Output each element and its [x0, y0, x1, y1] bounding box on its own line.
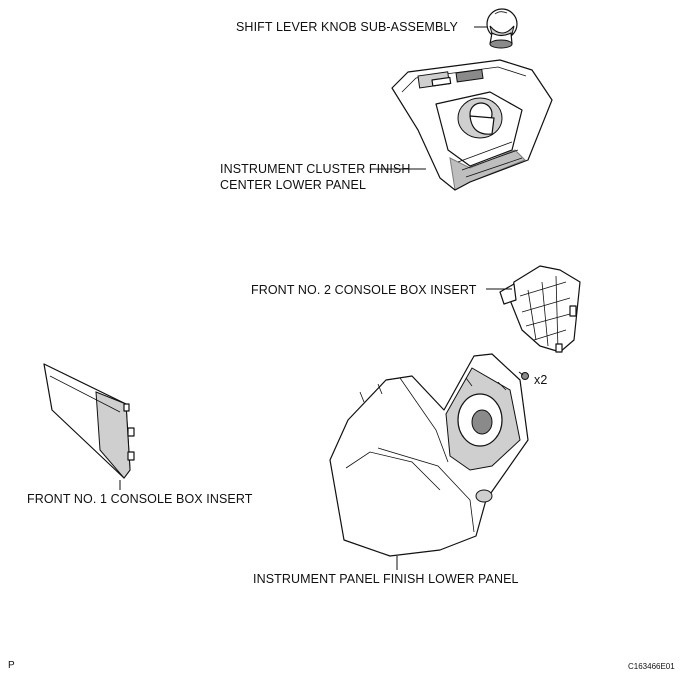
page-mark: P — [8, 660, 15, 671]
label-console-insert-2: FRONT NO. 2 CONSOLE BOX INSERT — [251, 283, 477, 297]
instrument-panel-finish-lower-panel — [329, 353, 529, 557]
label-shift-lever-knob: SHIFT LEVER KNOB SUB-ASSEMBLY — [236, 20, 458, 34]
instrument-cluster-finish-panel — [391, 59, 553, 191]
label-lower-panel: INSTRUMENT PANEL FINISH LOWER PANEL — [253, 572, 519, 586]
shift-lever-knob — [486, 8, 518, 49]
label-console-insert-1: FRONT NO. 1 CONSOLE BOX INSERT — [27, 492, 253, 506]
label-screw-quantity: x2 — [534, 373, 548, 387]
label-cluster-panel-line2: CENTER LOWER PANEL — [220, 178, 367, 192]
figure-code: C163466E01 — [628, 662, 675, 671]
front-no1-console-box-insert — [43, 363, 135, 479]
front-no2-console-box-insert — [499, 265, 581, 353]
screw — [518, 371, 529, 380]
label-cluster-panel-line1: INSTRUMENT CLUSTER FINISH — [220, 162, 411, 176]
